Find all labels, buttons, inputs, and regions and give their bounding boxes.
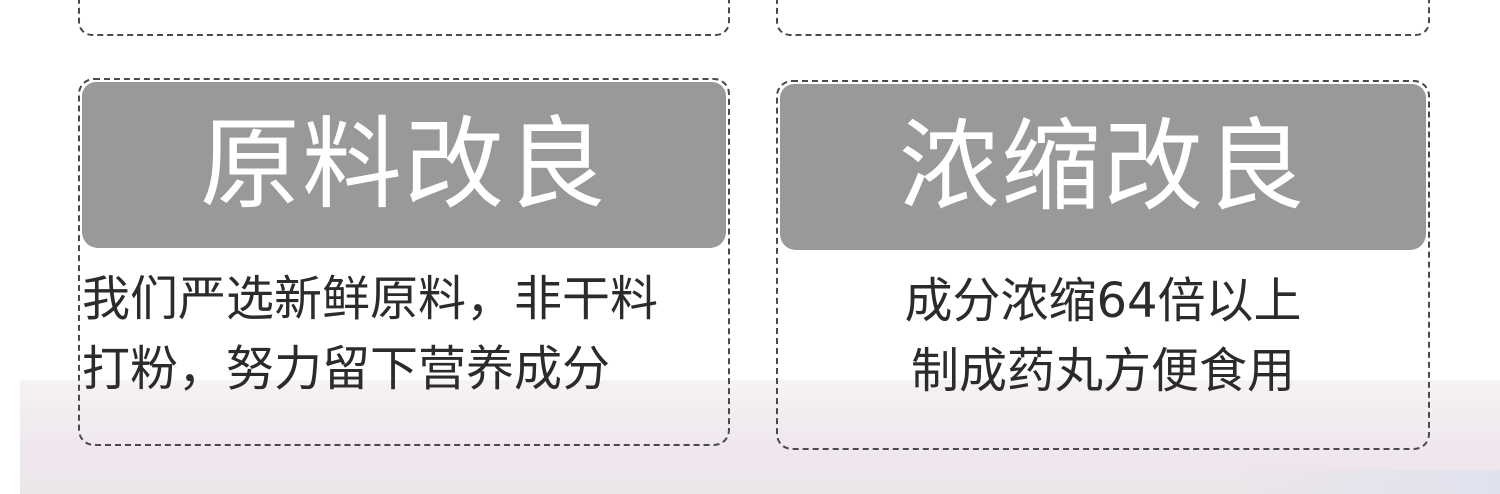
card-description-line: 我们严选新鲜原料，非干料 — [82, 271, 659, 327]
feature-card-raw-material: 原料改良 我们严选新鲜原料，非干料 打粉，努力留下营养成分 — [78, 78, 730, 446]
card-description: 我们严选新鲜原料，非干料 打粉，努力留下营养成分 — [80, 264, 728, 404]
feature-card-concentration: 浓缩改良 成分浓缩64倍以上 制成药丸方便食用 — [776, 80, 1430, 450]
card-title-banner: 原料改良 — [82, 82, 726, 248]
card-description-line: 打粉，努力留下营养成分 — [82, 341, 611, 397]
card-title: 浓缩改良 — [899, 108, 1307, 225]
card-description: 成分浓缩64倍以上 制成药丸方便食用 — [778, 266, 1428, 406]
card-description-line: 制成药丸方便食用 — [910, 343, 1295, 399]
card-title: 原料改良 — [200, 106, 608, 223]
previous-card-left — [78, 0, 730, 36]
card-description-line: 成分浓缩64倍以上 — [904, 273, 1302, 329]
card-title-banner: 浓缩改良 — [780, 84, 1426, 250]
previous-card-right — [776, 0, 1430, 36]
background-band-accent — [1240, 470, 1500, 494]
